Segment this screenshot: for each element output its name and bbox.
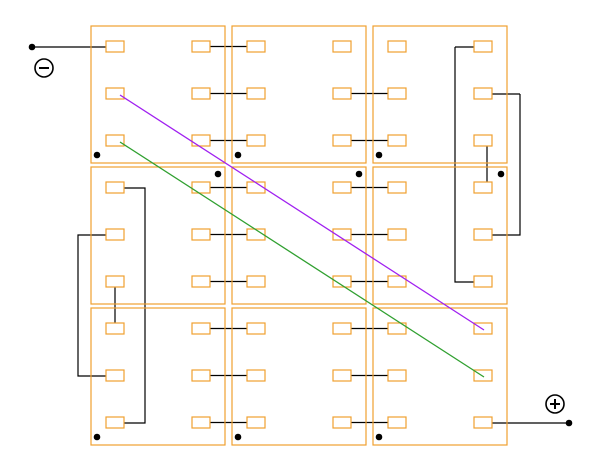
cell-module	[231, 166, 367, 305]
contact-pad	[387, 87, 407, 100]
cell-module	[372, 307, 508, 446]
positive-terminal-ring	[545, 394, 565, 414]
contact-pad	[105, 228, 125, 241]
cell-module	[231, 25, 367, 164]
cell-module	[90, 25, 226, 164]
contact-pad	[246, 87, 266, 100]
terminal-symbol-layer	[34, 58, 565, 414]
contact-pad	[332, 275, 352, 288]
diagonal-link-purple	[119, 94, 485, 331]
contact-pad	[473, 40, 493, 53]
marker-dot	[28, 43, 36, 51]
contact-pad	[105, 40, 125, 53]
contact-pad	[387, 40, 407, 53]
contact-pad	[246, 369, 266, 382]
contact-pad	[387, 369, 407, 382]
contact-pad	[246, 416, 266, 429]
contact-pad	[191, 369, 211, 382]
contact-pad	[473, 181, 493, 194]
marker-dot	[355, 170, 363, 178]
contact-pad	[332, 40, 352, 53]
right-bus-wire-inner	[484, 94, 521, 236]
left-bus-wire-inner	[77, 234, 115, 377]
module-layer	[90, 25, 508, 446]
contact-pad	[246, 181, 266, 194]
contact-pad	[191, 322, 211, 335]
contact-pad	[191, 40, 211, 53]
contact-pad	[191, 87, 211, 100]
marker-dot	[234, 151, 242, 159]
contact-pad	[191, 416, 211, 429]
contact-pad	[105, 369, 125, 382]
contact-pad	[332, 134, 352, 147]
contact-pad	[105, 322, 125, 335]
contact-pad	[191, 181, 211, 194]
cell-module	[90, 307, 226, 446]
contact-pad	[191, 275, 211, 288]
marker-dot	[93, 433, 101, 441]
contact-pad	[473, 87, 493, 100]
contact-pad	[473, 228, 493, 241]
marker-dot	[375, 433, 383, 441]
contact-pad	[246, 275, 266, 288]
contact-pad	[473, 416, 493, 429]
contact-pad	[387, 134, 407, 147]
right-bus-wire-outer	[454, 47, 484, 283]
contact-pad	[332, 369, 352, 382]
cell-module	[372, 25, 508, 164]
contact-pad	[246, 322, 266, 335]
contact-pad	[332, 228, 352, 241]
marker-dot	[565, 419, 573, 427]
contact-pad	[246, 134, 266, 147]
contact-pad	[105, 275, 125, 288]
marker-dot-layer	[28, 43, 573, 441]
contact-pad	[387, 322, 407, 335]
contact-pad	[387, 275, 407, 288]
cell-module	[372, 166, 508, 305]
marker-dot	[234, 433, 242, 441]
contact-pad	[105, 181, 125, 194]
contact-pad	[191, 228, 211, 241]
marker-dot	[214, 170, 222, 178]
contact-pad	[332, 87, 352, 100]
contact-pad	[105, 416, 125, 429]
negative-terminal-ring	[34, 58, 54, 78]
contact-pad	[332, 416, 352, 429]
contact-pad	[246, 40, 266, 53]
contact-pad	[332, 322, 352, 335]
marker-dot	[93, 151, 101, 159]
contact-pad	[105, 134, 125, 147]
contact-pad	[473, 134, 493, 147]
diagonal-link-layer	[119, 94, 485, 378]
contact-pad	[387, 416, 407, 429]
contact-pad	[105, 87, 125, 100]
diagonal-link-green	[119, 141, 485, 378]
contact-pad	[246, 228, 266, 241]
cell-module	[231, 307, 367, 446]
left-bus-wire-outer	[115, 187, 146, 424]
contact-pad	[473, 322, 493, 335]
contact-pad	[387, 228, 407, 241]
contact-pad	[191, 134, 211, 147]
contact-pad	[473, 275, 493, 288]
marker-dot	[497, 170, 505, 178]
marker-dot	[375, 151, 383, 159]
contact-pad	[387, 181, 407, 194]
contact-pad	[332, 181, 352, 194]
contact-pad	[473, 369, 493, 382]
